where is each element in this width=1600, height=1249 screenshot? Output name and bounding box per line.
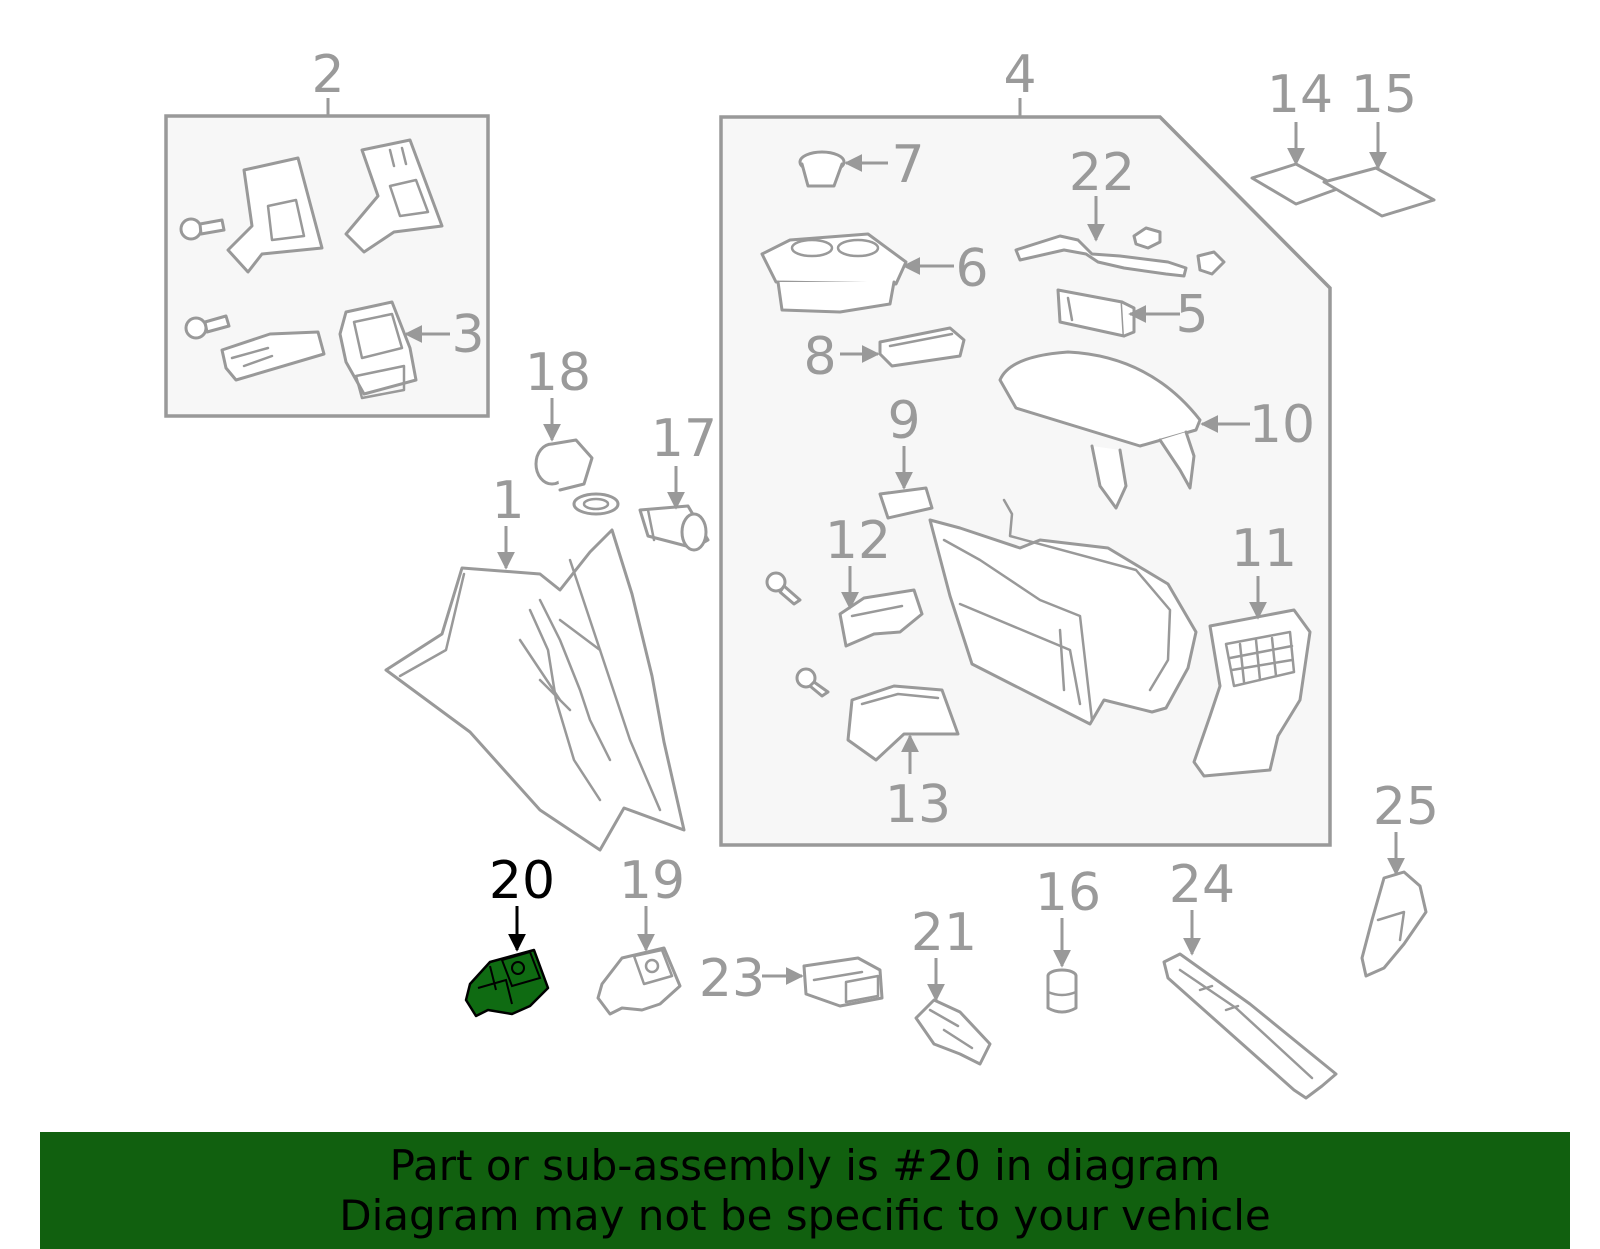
part-1-side-panel [384, 528, 686, 852]
part-bracket-left [226, 156, 324, 274]
callout-2: 2 [311, 45, 344, 105]
part-10-armrest [998, 350, 1202, 510]
callout-5: 5 [1175, 285, 1208, 345]
callout-7: 7 [891, 135, 924, 195]
callout-10: 10 [1249, 395, 1315, 455]
callout-19: 19 [619, 851, 685, 911]
callout-18: 18 [525, 343, 591, 403]
callout-25: 25 [1373, 777, 1439, 837]
part-17-socket [638, 504, 710, 552]
callout-12: 12 [825, 511, 891, 571]
callout-11: 11 [1231, 519, 1297, 579]
callout-20: 20 [489, 851, 555, 911]
callout-16: 16 [1035, 863, 1101, 923]
callout-21: 21 [911, 903, 977, 963]
subassembly-box-2 [164, 98, 490, 418]
part-bolt-b [184, 314, 231, 340]
callout-23: 23 [699, 949, 765, 1009]
callout-8: 8 [803, 327, 836, 387]
callout-24: 24 [1169, 855, 1235, 915]
callout-17: 17 [651, 409, 717, 469]
info-banner: Part or sub-assembly is #20 in diagram D… [40, 1132, 1570, 1249]
part-18-outlet [534, 438, 620, 516]
part-3-module [338, 300, 418, 400]
callout-6: 6 [955, 239, 988, 299]
part-9-clip [878, 486, 934, 520]
callout-9: 9 [887, 391, 920, 451]
part-6-cupholder [760, 232, 908, 314]
part-16-bushing [1046, 968, 1078, 1014]
callout-4: 4 [1003, 45, 1036, 105]
callout-13: 13 [885, 775, 951, 835]
subassembly-box-4 [719, 98, 1332, 847]
part-8-tray [878, 326, 966, 368]
part-22-harness [1014, 226, 1226, 278]
part-21-bracket [914, 998, 992, 1066]
part-19-switch [596, 946, 682, 1016]
part-12-bracket [765, 571, 924, 648]
callout-14: 14 [1267, 65, 1333, 125]
part-11-rear-vent [1192, 608, 1312, 778]
part-23-port [802, 956, 884, 1008]
part-13-bracket [795, 667, 960, 762]
part-20-switch-highlighted [464, 948, 550, 1018]
part-bolt-a [179, 217, 226, 241]
callout-15: 15 [1351, 65, 1417, 125]
part-console-body [928, 498, 1198, 726]
part-7-knob [798, 150, 846, 188]
part-24-trim-strip [1162, 952, 1338, 1100]
banner-line-1: Part or sub-assembly is #20 in diagram [389, 1140, 1221, 1190]
callout-1: 1 [491, 471, 524, 531]
part-25-shift-knob [1360, 870, 1428, 978]
banner-line-2: Diagram may not be specific to your vehi… [339, 1190, 1271, 1240]
callout-3: 3 [451, 305, 484, 365]
callout-22: 22 [1069, 143, 1135, 203]
part-15-pad [1322, 166, 1436, 218]
